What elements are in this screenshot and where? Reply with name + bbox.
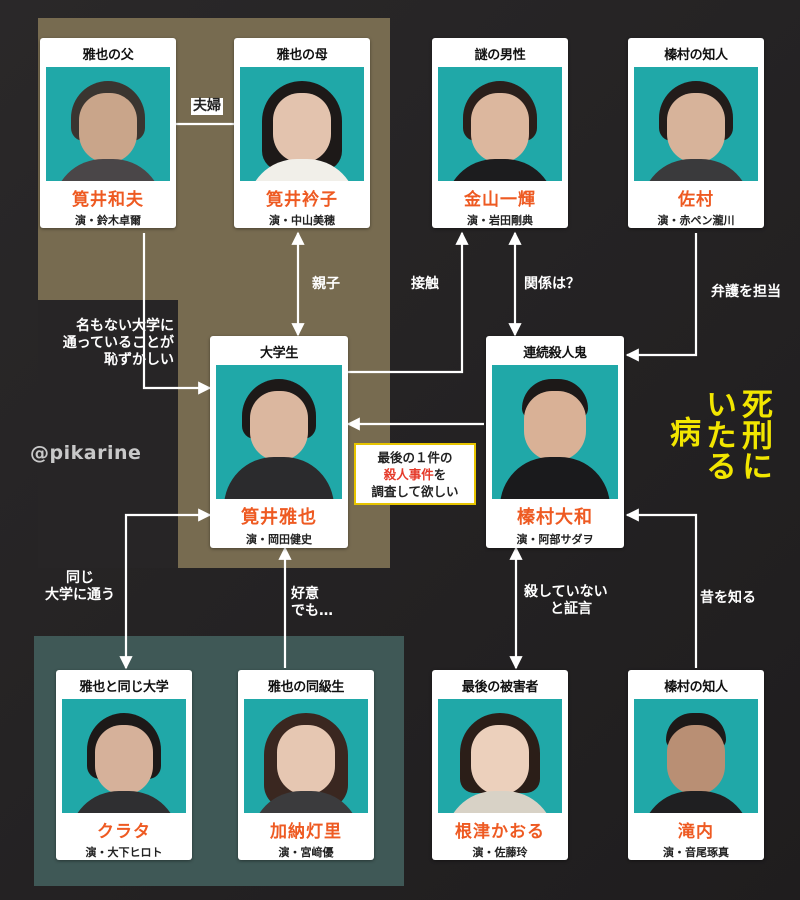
portrait-photo bbox=[62, 699, 186, 813]
character-card-haimura: 連続殺人鬼 榛村大和 演・阿部サダヲ bbox=[486, 336, 624, 548]
character-card-nezu: 最後の被害者 根津かおる 演・佐藤玲 bbox=[432, 670, 568, 860]
title-vertical: 死刑にいたる病 bbox=[664, 388, 772, 481]
character-name: 筧井雅也 bbox=[241, 507, 317, 528]
relation-bengo-label: 弁護を担当 bbox=[711, 284, 781, 300]
portrait-photo bbox=[216, 365, 342, 499]
role-label: 雅也の同級生 bbox=[267, 680, 345, 695]
link-onaji bbox=[119, 508, 212, 670]
portrait-photo bbox=[634, 67, 758, 181]
link-father-masaya bbox=[142, 233, 212, 395]
character-card-kanayama: 謎の男性 金山一輝 演・岩田剛典 bbox=[432, 38, 568, 228]
character-name: 滝内 bbox=[678, 822, 714, 842]
actor-name: 演・中山美穂 bbox=[269, 214, 335, 227]
character-card-samura: 榛村の知人 佐村 演・赤ペン瀧川 bbox=[628, 38, 764, 228]
role-label: 榛村の知人 bbox=[664, 48, 728, 63]
character-name: 榛村大和 bbox=[517, 507, 593, 528]
portrait-photo bbox=[438, 67, 562, 181]
character-name: 金山一輝 bbox=[464, 190, 536, 210]
actor-name: 演・岡田健史 bbox=[246, 533, 312, 546]
character-card-father: 雅也の父 筧井和夫 演・鈴木卓爾 bbox=[40, 38, 176, 228]
character-card-masaya: 大学生 筧井雅也 演・岡田健史 bbox=[210, 336, 348, 548]
relation-sesshoku-label: 接触 bbox=[411, 276, 439, 292]
actor-name: 演・大下ヒロト bbox=[85, 846, 163, 859]
relation-oyako-label: 親子 bbox=[312, 276, 340, 292]
relation-koui-label: 好意 でも… bbox=[291, 586, 333, 619]
relation-kankei-label: 関係は？ bbox=[524, 276, 580, 292]
actor-name: 演・阿部サダヲ bbox=[516, 533, 594, 546]
link-bengo bbox=[625, 233, 698, 362]
actor-name: 演・岩田剛典 bbox=[467, 214, 533, 227]
link-sesshoku bbox=[348, 231, 469, 374]
character-name: 根津かおる bbox=[455, 822, 545, 842]
role-label: 雅也と同じ大学 bbox=[79, 680, 169, 695]
role-label: 雅也の母 bbox=[276, 48, 328, 63]
investigation-callout: 最後の１件の 殺人事件を 調査して欲しい bbox=[354, 443, 476, 505]
role-label: 最後の被害者 bbox=[461, 680, 539, 695]
actor-name: 演・音尾琢真 bbox=[663, 846, 729, 859]
character-card-takiuchi: 榛村の知人 滝内 演・音尾琢真 bbox=[628, 670, 764, 860]
relation-mukashi-label: 昔を知る bbox=[700, 590, 756, 606]
portrait-photo bbox=[240, 67, 364, 181]
actor-name: 演・宮﨑優 bbox=[278, 846, 334, 859]
actor-name: 演・佐藤玲 bbox=[472, 846, 528, 859]
role-label: 謎の男性 bbox=[474, 48, 526, 63]
character-name: 筧井衿子 bbox=[266, 190, 338, 210]
portrait-photo bbox=[492, 365, 618, 499]
role-label: 雅也の父 bbox=[82, 48, 134, 63]
role-label: 連続殺人鬼 bbox=[523, 346, 587, 361]
actor-name: 演・鈴木卓爾 bbox=[75, 214, 141, 227]
role-label: 大学生 bbox=[259, 346, 299, 361]
character-name: 佐村 bbox=[678, 190, 714, 210]
relation-shougen-label: 殺していない と証言 bbox=[524, 584, 608, 617]
portrait-photo bbox=[46, 67, 170, 181]
role-label: 榛村の知人 bbox=[664, 680, 728, 695]
character-card-akari: 雅也の同級生 加納灯里 演・宮﨑優 bbox=[238, 670, 374, 860]
watermark: @pikarine bbox=[30, 442, 142, 464]
portrait-photo bbox=[438, 699, 562, 813]
character-card-kurata: 雅也と同じ大学 クラタ 演・大下ヒロト bbox=[56, 670, 192, 860]
relation-onaji-label: 同じ 大学に通う bbox=[45, 570, 115, 603]
portrait-photo bbox=[634, 699, 758, 813]
link-mukashi bbox=[625, 508, 698, 668]
character-name: 筧井和夫 bbox=[72, 190, 144, 210]
character-name: クラタ bbox=[97, 822, 151, 842]
actor-name: 演・赤ペン瀧川 bbox=[657, 214, 735, 227]
portrait-photo bbox=[244, 699, 368, 813]
relation-hazukashii-label: 名もない大学に 通っていることが 恥ずかしい bbox=[62, 318, 174, 368]
relation-fuufu-label: 夫婦 bbox=[191, 98, 223, 115]
character-name: 加納灯里 bbox=[270, 822, 342, 842]
character-card-mother: 雅也の母 筧井衿子 演・中山美穂 bbox=[234, 38, 370, 228]
